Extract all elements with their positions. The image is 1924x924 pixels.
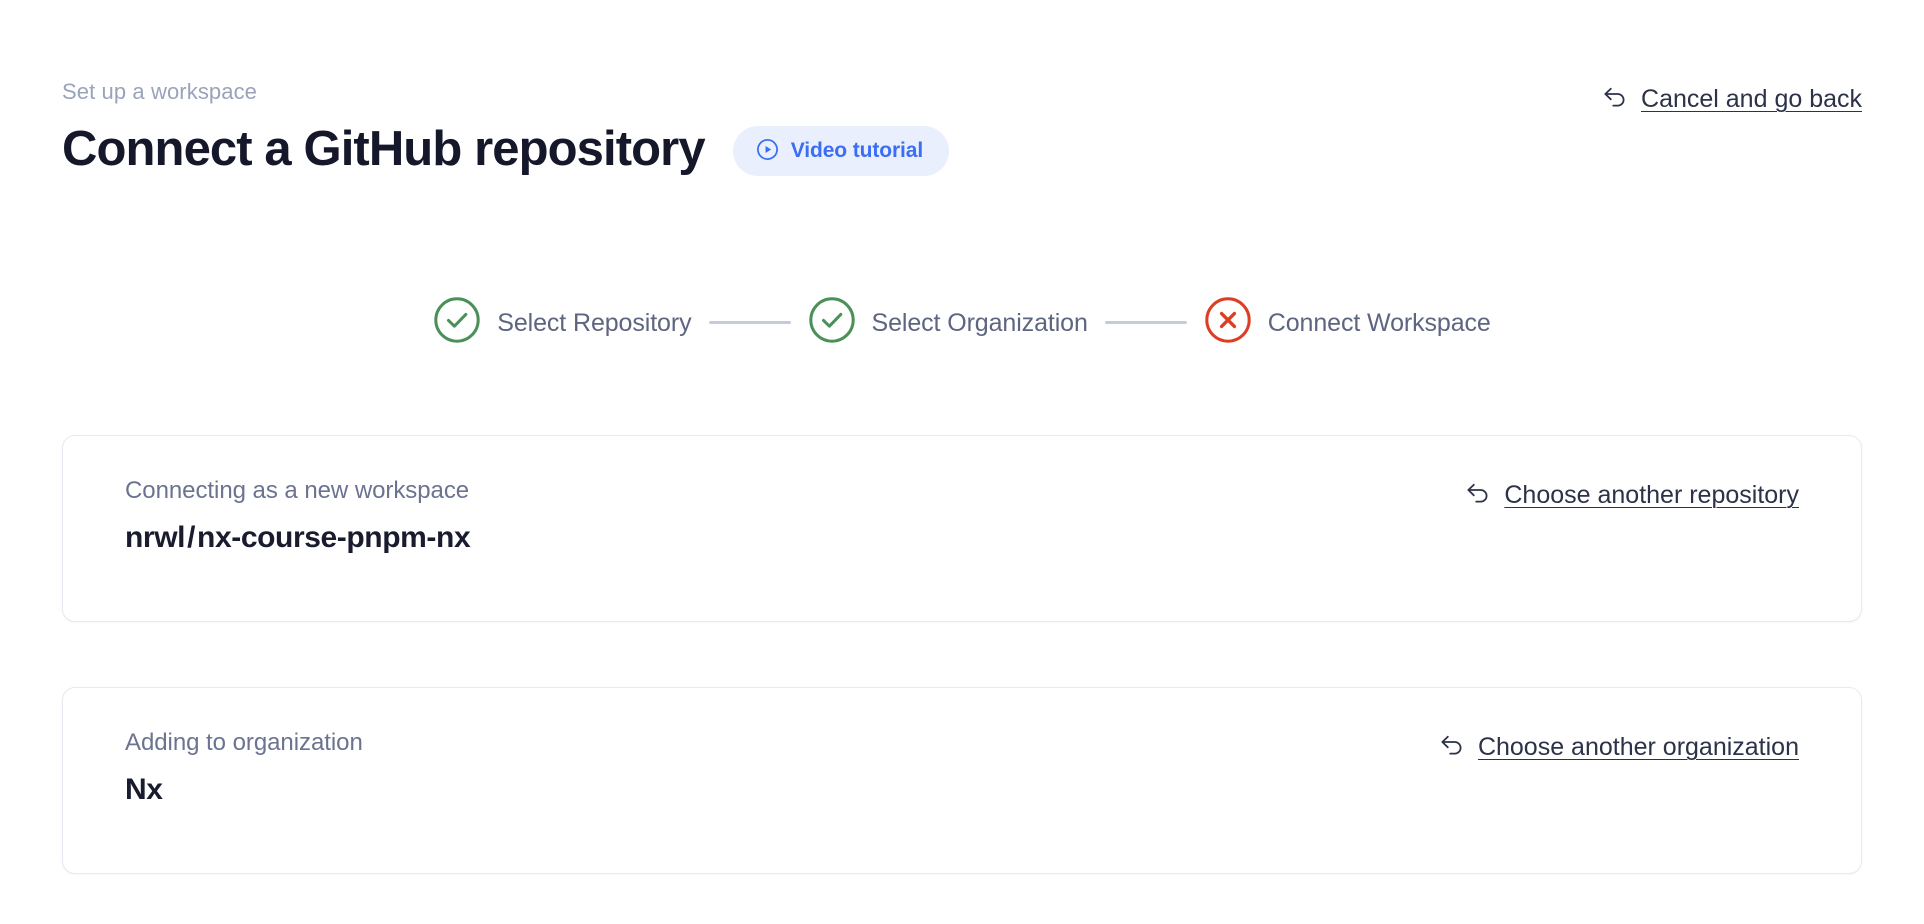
x-circle-icon (1204, 296, 1252, 349)
video-tutorial-label: Video tutorial (790, 139, 924, 162)
repository-card-inner: Connecting as a new workspace nrwl/nx-co… (125, 476, 1799, 577)
repository-card-caption: Connecting as a new workspace (125, 477, 470, 504)
organization-card-content: Adding to organization Nx (125, 728, 363, 809)
check-circle-icon (433, 296, 481, 349)
page-header: Set up a workspace Connect a GitHub repo… (62, 78, 1862, 178)
choose-another-repository-link[interactable]: Choose another repository (1465, 476, 1799, 510)
back-arrow-icon (1602, 84, 1629, 114)
video-tutorial-button[interactable]: Video tutorial (732, 126, 950, 176)
repository-card-content: Connecting as a new workspace nrwl/nx-co… (125, 476, 471, 557)
step-label-select-organization: Select Organization (871, 308, 1088, 337)
repository-card-value: nrwl/nx-course-pnpm-nx (125, 519, 471, 557)
back-arrow-icon (1465, 480, 1492, 510)
breadcrumb-eyebrow: Set up a workspace (62, 79, 258, 104)
choose-another-organization-label: Choose another organization (1477, 733, 1799, 761)
cancel-and-go-back-label: Cancel and go back (1641, 85, 1862, 113)
stepper-connector-1 (708, 321, 791, 324)
step-connect-workspace[interactable]: Connect Workspace (1204, 296, 1491, 349)
stepper-connector-2 (1104, 321, 1187, 324)
progress-stepper: Select Repository Select Organization Co… (0, 296, 1924, 349)
title-row: Connect a GitHub repository Video tutori… (62, 120, 1862, 178)
choose-another-repository-label: Choose another repository (1504, 481, 1799, 509)
repository-separator: / (187, 521, 196, 554)
organization-card-caption: Adding to organization (125, 729, 363, 756)
page-title: Connect a GitHub repository (62, 122, 706, 176)
organization-name: Nx (125, 773, 163, 806)
cancel-and-go-back-link[interactable]: Cancel and go back (1602, 84, 1862, 114)
step-label-select-repository: Select Repository (497, 308, 692, 337)
step-select-organization[interactable]: Select Organization (808, 296, 1088, 349)
step-select-repository[interactable]: Select Repository (433, 296, 692, 349)
repository-card: Connecting as a new workspace nrwl/nx-co… (62, 435, 1862, 622)
organization-card-inner: Adding to organization Nx Choose another… (125, 728, 1799, 829)
back-arrow-icon (1439, 732, 1466, 762)
play-circle-icon (755, 137, 780, 165)
check-circle-icon (808, 296, 856, 349)
repository-name: nx-course-pnpm-nx (197, 521, 471, 554)
repository-owner: nrwl (125, 521, 186, 554)
organization-card: Adding to organization Nx Choose another… (62, 687, 1862, 874)
step-label-connect-workspace: Connect Workspace (1267, 308, 1491, 337)
choose-another-organization-link[interactable]: Choose another organization (1439, 728, 1799, 762)
